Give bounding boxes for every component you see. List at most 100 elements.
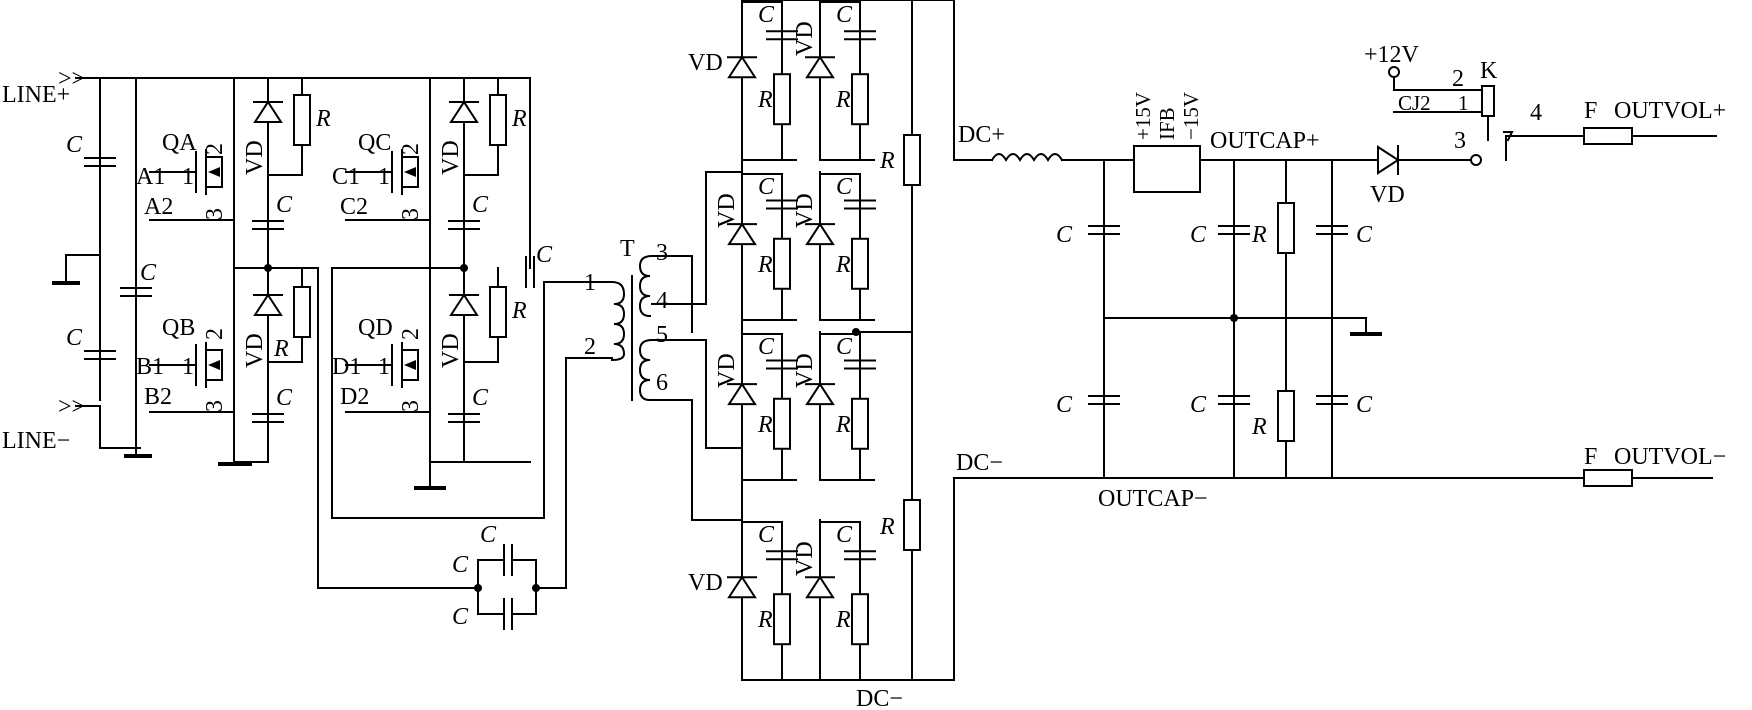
svg-text:OUTCAP−: OUTCAP− xyxy=(1098,486,1208,512)
svg-text:A1: A1 xyxy=(136,164,165,190)
mosfet-qc: QC C1 1 C2 2 3 xyxy=(332,130,431,221)
svg-text:2: 2 xyxy=(584,334,596,360)
line-pos-terminal: LINE+ xyxy=(2,82,70,108)
svg-text:C: C xyxy=(1056,392,1073,418)
capacitor-label: C xyxy=(758,2,775,28)
capacitor-label: C xyxy=(836,334,853,360)
svg-text:VD: VD xyxy=(438,333,464,368)
output-terminals: F OUTVOL+ F OUTVOL− xyxy=(1563,98,1726,487)
snubber-resistor xyxy=(851,397,869,450)
svg-text:2: 2 xyxy=(1452,66,1464,92)
snubber-resistor xyxy=(773,593,791,646)
line-neg-rail xyxy=(75,405,141,449)
svg-text:C: C xyxy=(1190,222,1207,248)
svg-text:C: C xyxy=(536,242,553,268)
svg-text:C: C xyxy=(1190,392,1207,418)
resistor-label: R xyxy=(757,412,773,438)
svg-text:6: 6 xyxy=(656,370,668,396)
svg-text:VD: VD xyxy=(1370,182,1405,208)
resistor-label: R xyxy=(835,607,851,633)
mosfet-qa: QA A1 1 A2 2 3 xyxy=(136,130,235,221)
line-neg-terminal: LINE− xyxy=(2,428,70,454)
relay-k: +12V 2 K CJ2 1 4 xyxy=(1364,42,1565,161)
svg-text:IFB: IFB xyxy=(1155,107,1179,140)
svg-text:C: C xyxy=(452,552,469,578)
rectifier-diode xyxy=(805,56,835,79)
svg-text:F: F xyxy=(1584,444,1597,470)
svg-text:T: T xyxy=(620,236,635,262)
svg-text:R: R xyxy=(879,514,895,540)
svg-text:3: 3 xyxy=(398,208,424,220)
svg-text:C1: C1 xyxy=(332,164,360,190)
resistor-label: R xyxy=(757,87,773,113)
diode-label: VD xyxy=(688,570,723,596)
svg-text:C: C xyxy=(1056,222,1073,248)
svg-text:C: C xyxy=(472,385,489,411)
mosfet-qd: QD D1 1 D2 2 3 xyxy=(332,315,431,413)
capacitor-label: C xyxy=(758,522,775,548)
current-sensor xyxy=(1133,145,1201,193)
svg-text:OUTCAP+: OUTCAP+ xyxy=(1210,128,1320,154)
svg-text:C: C xyxy=(140,260,157,286)
capacitor-label: C xyxy=(758,174,775,200)
diode-label: VD xyxy=(688,50,723,76)
resistor-label: R xyxy=(835,412,851,438)
diode-label: VD xyxy=(714,353,740,388)
svg-text:D2: D2 xyxy=(340,384,369,410)
svg-text:A2: A2 xyxy=(144,194,173,220)
svg-text:1: 1 xyxy=(182,164,194,190)
junction-dot xyxy=(852,328,860,336)
svg-text:QB: QB xyxy=(162,315,195,341)
svg-text:R: R xyxy=(315,106,331,132)
svg-text:C: C xyxy=(66,132,83,158)
svg-text:F: F xyxy=(1584,98,1597,124)
svg-text:4: 4 xyxy=(1530,100,1542,126)
svg-text:QD: QD xyxy=(358,315,393,341)
mosfet-qb: QB B1 1 B2 2 3 xyxy=(136,315,235,413)
capacitor-label: C xyxy=(836,174,853,200)
rectifier-diode xyxy=(727,576,757,599)
svg-text:C: C xyxy=(66,325,83,351)
svg-text:VD: VD xyxy=(438,140,464,175)
snubber-resistor xyxy=(851,593,869,646)
svg-text:R: R xyxy=(511,298,527,324)
svg-text:VD: VD xyxy=(242,333,268,368)
svg-text:R: R xyxy=(1251,414,1267,440)
svg-text:QA: QA xyxy=(162,130,197,156)
svg-text:R: R xyxy=(511,106,527,132)
snubber-resistor xyxy=(851,73,869,126)
snubber-resistor xyxy=(773,73,791,126)
svg-text:2: 2 xyxy=(398,143,424,155)
svg-text:C: C xyxy=(480,522,497,548)
capacitor-label: C xyxy=(758,334,775,360)
svg-text:3: 3 xyxy=(202,400,228,412)
input-section: LINE+ >> LINE− >> C C C xyxy=(2,66,613,630)
snubber-resistor xyxy=(773,237,791,290)
svg-text:DC−: DC− xyxy=(956,450,1003,476)
capacitor-label: C xyxy=(836,522,853,548)
svg-text:3: 3 xyxy=(202,208,228,220)
capacitor-label: C xyxy=(836,2,853,28)
diode-label: VD xyxy=(792,541,818,576)
svg-text:+15V: +15V xyxy=(1131,92,1155,140)
svg-text:1: 1 xyxy=(378,164,390,190)
svg-text:C: C xyxy=(452,604,469,630)
svg-text:R: R xyxy=(879,148,895,174)
svg-text:2: 2 xyxy=(202,328,228,340)
resistor-label: R xyxy=(757,252,773,278)
svg-text:VD: VD xyxy=(242,140,268,175)
svg-text:1: 1 xyxy=(378,354,390,380)
snubber-resistor xyxy=(851,237,869,290)
svg-text:C: C xyxy=(276,192,293,218)
svg-text:OUTVOL−: OUTVOL− xyxy=(1614,444,1726,470)
transformer-t: T 1 2 3 4 5 6 xyxy=(584,236,668,402)
svg-text:2: 2 xyxy=(202,143,228,155)
svg-text:−15V: −15V xyxy=(1179,92,1203,140)
svg-text:R: R xyxy=(273,336,289,362)
